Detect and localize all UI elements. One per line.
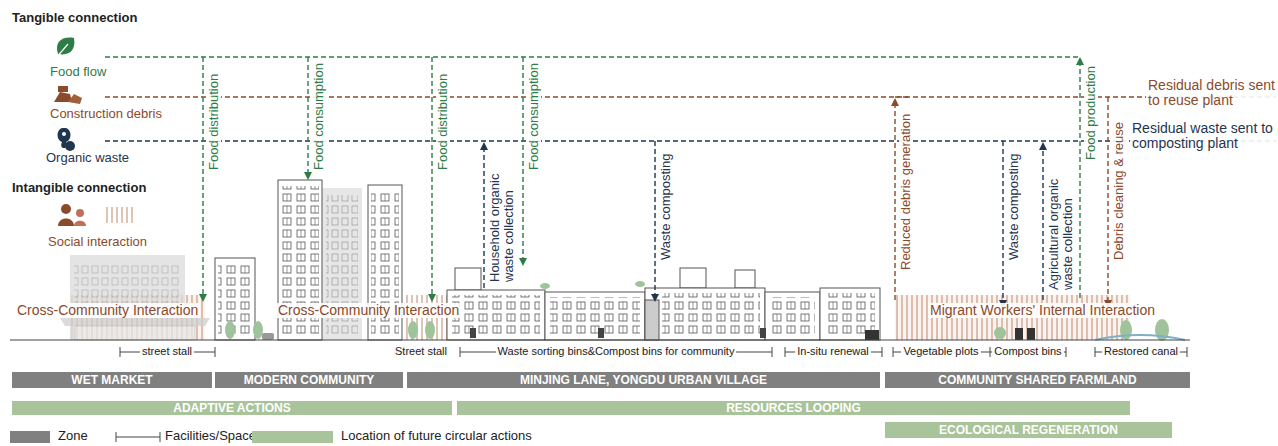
facility-label: Vegetable plots bbox=[901, 345, 980, 357]
legend-swatch bbox=[10, 431, 50, 443]
flow-label: Residual debris sent to reuse plant bbox=[1146, 78, 1278, 109]
band-label: COMMUNITY SHARED FARMLAND bbox=[938, 373, 1136, 387]
action-band: ECOLOGICAL REGENERATION bbox=[885, 422, 1172, 438]
interaction-label: Cross-Community Interaction bbox=[15, 303, 200, 318]
legend-text: Social interaction bbox=[48, 235, 147, 249]
flow-label: Residual waste sent to composting plant bbox=[1130, 121, 1276, 152]
heading: Tangible connection bbox=[12, 11, 137, 25]
band-label: ECOLOGICAL REGENERATION bbox=[939, 423, 1118, 437]
facility-label: street stall bbox=[140, 345, 194, 357]
band-label: MODERN COMMUNITY bbox=[244, 373, 375, 387]
flow-label: Waste composting bbox=[659, 152, 673, 262]
band-label: ADAPTIVE ACTIONS bbox=[173, 401, 291, 415]
trees bbox=[225, 281, 1169, 341]
flow-label: Household organic waste collection bbox=[488, 162, 517, 284]
legend-text: Organic waste bbox=[46, 151, 129, 165]
flow-label: Debris cleaning & reuse bbox=[1112, 120, 1126, 262]
social-hatch bbox=[70, 207, 1130, 340]
flow-label: Food consumption bbox=[527, 61, 541, 172]
legend-text: Construction debris bbox=[50, 107, 162, 121]
flow-label: Food consumption bbox=[312, 61, 326, 172]
flow-label: Waste composting bbox=[1007, 152, 1021, 262]
flow-label: Agricultural organic waste collection bbox=[1047, 160, 1076, 292]
legend-text: Facilities/Space bbox=[165, 429, 256, 443]
legend-samples bbox=[116, 432, 160, 442]
action-band: RESOURCES LOOPING bbox=[457, 401, 1130, 415]
farmland bbox=[1015, 328, 1185, 340]
interaction-label: Migrant Workers' Internal Interaction bbox=[928, 303, 1157, 318]
zone-band: COMMUNITY SHARED FARMLAND bbox=[885, 372, 1190, 388]
legend-text: Food flow bbox=[50, 65, 106, 79]
zone-band: MINJING LANE, YONGDU URBAN VILLAGE bbox=[407, 372, 880, 388]
flow-label: Food distribution bbox=[207, 72, 221, 172]
band-label: MINJING LANE, YONGDU URBAN VILLAGE bbox=[520, 373, 767, 387]
legend-text: Zone bbox=[58, 429, 88, 443]
legend-text: Location of future circular actions bbox=[341, 429, 532, 443]
band-label: RESOURCES LOOPING bbox=[726, 401, 861, 415]
facility-label: Restored canal bbox=[1102, 345, 1180, 357]
facility-label: Street stall bbox=[393, 345, 449, 357]
zone-band: MODERN COMMUNITY bbox=[215, 372, 403, 388]
flow-lines bbox=[105, 57, 1276, 304]
heading: Intangible connection bbox=[12, 181, 146, 195]
zone-band: WET MARKET bbox=[12, 372, 212, 388]
flow-label: Reduced debris generation bbox=[899, 112, 913, 272]
facility-label: In-situ renewal bbox=[795, 345, 871, 357]
facility-label: Compost bins bbox=[992, 345, 1063, 357]
band-label: WET MARKET bbox=[71, 373, 152, 387]
facility-label: Waste sorting bins&Compost bins for comm… bbox=[496, 345, 737, 357]
flow-label: Food production bbox=[1084, 64, 1098, 162]
action-band: ADAPTIVE ACTIONS bbox=[12, 401, 452, 415]
interaction-label: Cross-Community Interaction bbox=[276, 303, 461, 318]
wet-market bbox=[60, 255, 210, 340]
legend-swatch bbox=[252, 431, 333, 443]
ground-line bbox=[10, 339, 1190, 340]
flow-label: Food distribution bbox=[436, 72, 450, 172]
